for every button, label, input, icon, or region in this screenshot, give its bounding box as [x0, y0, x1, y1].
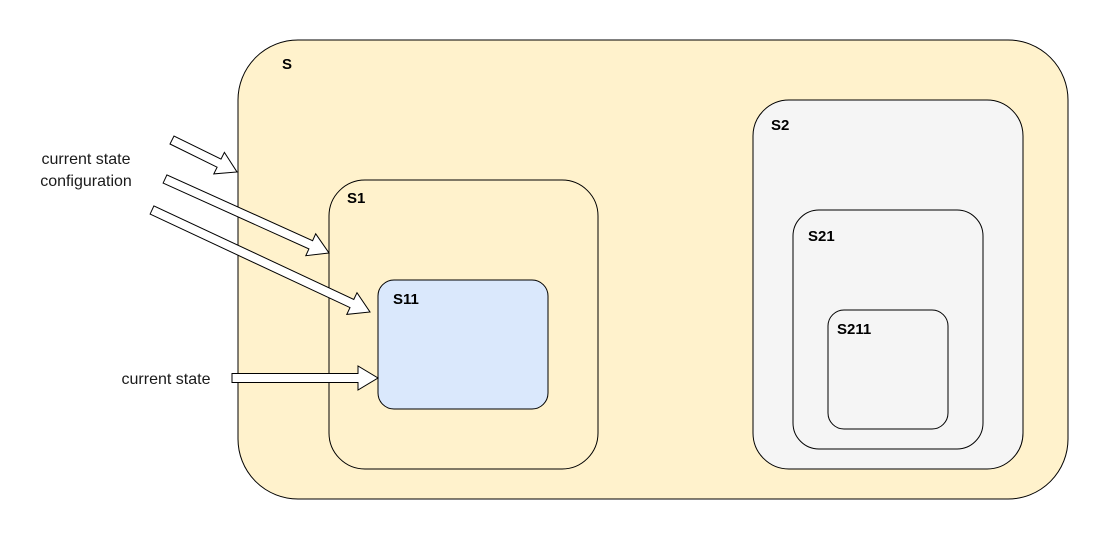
state-s211[interactable]: S211 — [827, 309, 949, 430]
state-s1-label: S1 — [347, 190, 365, 207]
state-s-label: S — [282, 56, 292, 73]
arrow-to-state-s11-a — [149, 205, 371, 315]
state-s21-label: S21 — [808, 228, 835, 245]
arrow-to-state-s1 — [162, 174, 330, 257]
arrow-to-state-s11-b — [231, 365, 379, 391]
state-s211-box — [827, 309, 949, 430]
state-s11-label: S11 — [393, 291, 419, 308]
state-s11-box — [377, 279, 549, 410]
configuration-label-line1: current state — [42, 151, 131, 168]
state-s211-label: S211 — [837, 321, 871, 338]
current-state-label: current state — [122, 371, 211, 388]
configuration-label-line2: configuration — [40, 173, 132, 190]
arrow-group — [149, 135, 379, 391]
arrow-to-state-s — [169, 135, 238, 175]
state-s2-label: S2 — [771, 117, 789, 134]
state-s11[interactable]: S11 — [377, 279, 549, 410]
